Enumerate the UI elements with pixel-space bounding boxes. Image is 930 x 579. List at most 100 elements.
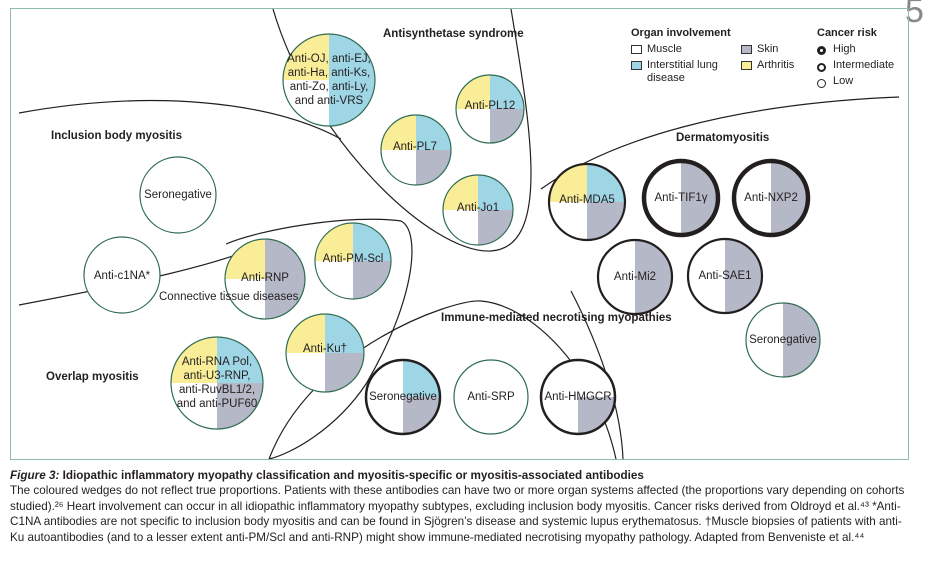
wedge-seroneg-dm-0	[746, 303, 783, 340]
region-label-imnm: Immune-mediated necrotising myopathies	[441, 312, 672, 324]
wedge-seroneg-ibm-3	[140, 195, 178, 233]
wedge-anti-c1na-3	[84, 275, 122, 313]
legend-risk-high: High	[833, 43, 856, 55]
wedge-seroneg-dm-3	[746, 340, 783, 377]
wedge-anti-rnp-0	[225, 239, 265, 279]
circle-label-seroneg-imnm: Seronegative	[369, 391, 437, 403]
circle-label-anti-mi2: Anti-Mi2	[613, 271, 657, 283]
circle-anti-jo1	[442, 174, 514, 246]
wedge-anti-srp-1	[491, 360, 528, 397]
figure-caption: Figure 3: Idiopathic inflammatory myopat…	[10, 468, 915, 545]
outline-anti-sae1	[686, 237, 764, 315]
outline-anti-ku	[285, 313, 365, 393]
circle-label-anti-ku: Anti-Ku†	[302, 343, 348, 355]
region-label-antisynthetase: Antisynthetase syndrome	[383, 28, 524, 40]
circle-label-anti-srp: Anti-SRP	[467, 391, 515, 403]
wedge-anti-jo1-3	[443, 210, 478, 245]
circle-label-anti-sae1: Anti-SAE1	[698, 270, 752, 282]
circle-anti-pl7	[380, 114, 452, 186]
wedge-seroneg-ibm-1	[178, 157, 216, 195]
wedge-anti-sae1-3	[688, 276, 725, 313]
outline-seroneg-imnm	[364, 358, 442, 436]
wedge-anti-nxp2-1	[771, 161, 808, 198]
wedge-anti-pmscl-0	[315, 223, 353, 261]
legend-ild: Interstitial lung disease	[647, 59, 718, 84]
wedge-anti-sae1-2	[725, 276, 762, 313]
caption-title: Idiopathic inflammatory myopathy classif…	[59, 469, 644, 482]
wedge-anti-rnp-1	[265, 239, 305, 279]
wedge-seroneg-dm-2	[783, 340, 820, 377]
region-label-overlap: Overlap myositis	[46, 371, 139, 383]
risk-high-marker	[817, 46, 826, 55]
circle-anti-hmgcr	[539, 358, 617, 436]
wedge-anti-pl12-1	[490, 75, 524, 109]
circles-layer	[83, 33, 821, 436]
outline-anti-nxp2	[731, 158, 811, 238]
wedge-seroneg-ibm-2	[178, 195, 216, 233]
wedge-anti-pmscl-3	[315, 261, 353, 299]
wedge-anti-hmgcr-3	[541, 397, 578, 434]
wedge-anti-srp-0	[454, 360, 491, 397]
outline-anti-rnapol	[170, 336, 264, 430]
legend-arthritis: Arthritis	[757, 59, 795, 71]
wedge-seroneg-imnm-2	[403, 397, 440, 434]
legend-swatch-ild	[631, 61, 642, 70]
region-label-dermatomyositis: Dermatomyositis	[676, 132, 770, 144]
wedge-seroneg-ibm-0	[140, 157, 178, 195]
wedge-anti-mi2-1	[635, 240, 672, 277]
circle-label-anti-pl7: Anti-PL7	[392, 141, 438, 153]
wedge-anti-hmgcr-2	[578, 397, 615, 434]
wedge-anti-hmgcr-1	[578, 360, 615, 397]
legend-risk-low: Low	[833, 75, 854, 87]
wedge-anti-pl7-0	[381, 115, 416, 150]
circle-anti-mi2	[596, 238, 674, 316]
wedge-anti-sae1-0	[688, 239, 725, 276]
circle-anti-tif1	[641, 158, 721, 238]
wedge-seroneg-imnm-3	[366, 397, 403, 434]
wedge-anti-hmgcr-0	[541, 360, 578, 397]
circle-label-anti-rnapol: Anti-RNA Pol, anti-U3-RNP, anti-RuvBL1/2…	[176, 356, 258, 410]
wedge-anti-c1na-0	[84, 237, 122, 275]
wedge-anti-ku-3	[286, 353, 325, 392]
wedge-anti-mi2-2	[635, 277, 672, 314]
circle-label-anti-c1na: Anti-c1NA*	[93, 270, 151, 282]
wedge-anti-jo1-1	[478, 175, 513, 210]
outline-seroneg-ibm	[139, 156, 217, 234]
circle-anti-nxp2	[731, 158, 811, 238]
wedge-anti-jo1-0	[443, 175, 478, 210]
wedge-anti-oj-1	[329, 34, 375, 80]
circle-anti-c1na	[83, 236, 161, 314]
wedge-anti-ku-0	[286, 314, 325, 353]
caption-figure-number: Figure 3:	[10, 469, 60, 482]
circle-label-anti-pl12: Anti-PL12	[464, 100, 516, 112]
wedge-anti-nxp2-3	[734, 198, 771, 235]
wedge-anti-pl12-2	[490, 109, 524, 143]
wedge-seroneg-imnm-1	[403, 360, 440, 397]
wedge-anti-mda5-3	[549, 202, 587, 240]
circle-label-anti-hmgcr: Anti-HMGCR	[544, 391, 612, 403]
legend-swatch-skin	[741, 45, 752, 54]
outline-anti-mi2	[596, 238, 674, 316]
figure-panel: Antisynthetase syndrome Inclusion body m…	[10, 8, 909, 460]
region-label-inclusion: Inclusion body myositis	[51, 130, 182, 142]
circle-label-anti-oj: Anti-OJ, anti-EJ, anti-Ha, anti-Ks, anti…	[287, 53, 371, 107]
circle-anti-srp	[453, 359, 529, 435]
wedge-anti-pmscl-2	[353, 261, 391, 299]
outline-anti-hmgcr	[539, 358, 617, 436]
wedge-anti-ku-2	[325, 353, 364, 392]
wedge-anti-c1na-2	[122, 275, 160, 313]
outline-anti-pmscl	[314, 222, 392, 300]
circle-anti-mda5	[547, 162, 627, 242]
wedge-anti-tif1-2	[681, 198, 718, 235]
circle-anti-pmscl	[314, 222, 392, 300]
boundary-ctd	[225, 218, 413, 459]
circle-seroneg-ibm	[139, 156, 217, 234]
legend-organ-title: Organ involvement	[631, 27, 731, 39]
wedge-anti-rnapol-2	[217, 383, 263, 429]
wedge-anti-jo1-2	[478, 210, 513, 245]
wedge-seroneg-imnm-0	[366, 360, 403, 397]
circle-anti-pl12	[455, 74, 525, 144]
wedge-anti-oj-0	[283, 34, 329, 80]
circle-anti-ku	[285, 313, 365, 393]
region-label-ctd: Connective tissue diseases	[159, 291, 299, 303]
